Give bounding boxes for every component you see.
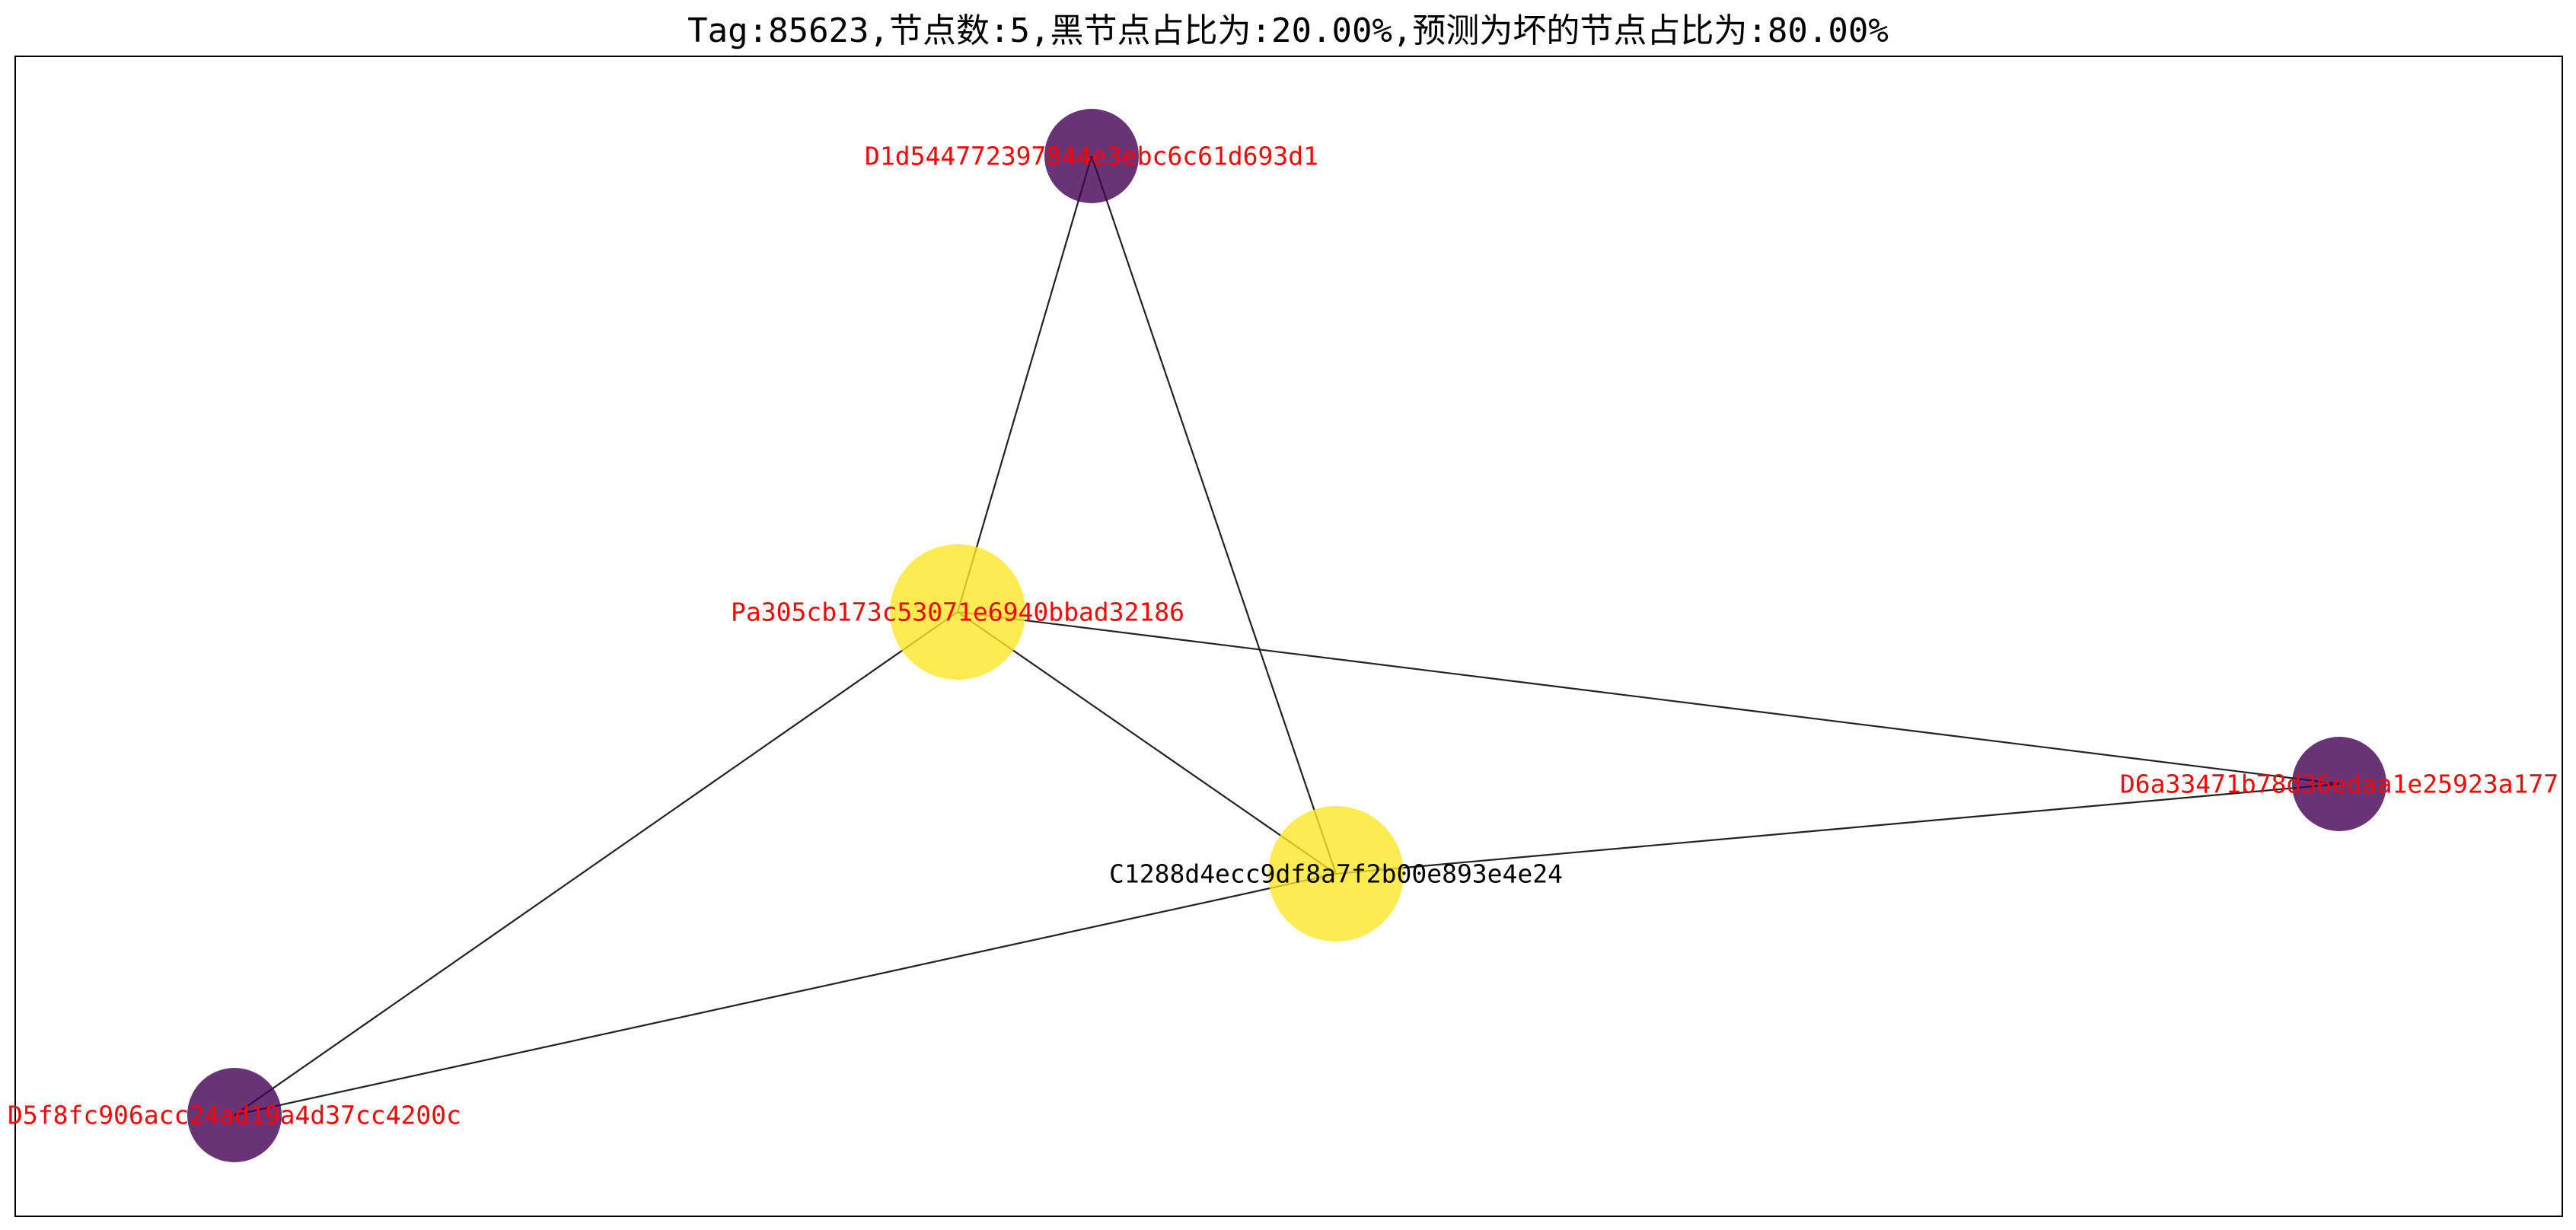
edge-6 — [234, 872, 1337, 1117]
node-label-3: C1288d4ecc9df8a7f2b00e893e4e24 — [1109, 859, 1563, 889]
node-0 — [1044, 109, 1139, 203]
node-label-4: D5f8fc906acc24ad19a4d37cc4200c — [8, 1101, 461, 1130]
label-layer: D1d544772397844e3ebc6c61d693d1Pa305cb173… — [8, 142, 2558, 1130]
node-label-1: Pa305cb173c53071e6940bbad32186 — [731, 597, 1184, 627]
node-label-0: D1d544772397844e3ebc6c61d693d1 — [865, 142, 1318, 171]
node-4 — [187, 1068, 282, 1162]
plot-frame — [14, 56, 2563, 1217]
node-layer — [187, 109, 2386, 1162]
node-1 — [890, 544, 1025, 680]
chart-title: Tag:85623,节点数:5,黑节点占比为:20.00%,预测为坏的节点占比为… — [687, 11, 1889, 50]
edge-0 — [956, 155, 1093, 613]
node-2 — [2292, 737, 2386, 831]
node-3 — [1268, 806, 1404, 942]
edge-3 — [957, 611, 1337, 875]
edge-5 — [1335, 782, 2340, 875]
edge-layer — [234, 155, 2340, 1117]
edge-1 — [1090, 155, 1337, 875]
edge-2 — [957, 610, 2340, 785]
edge-4 — [234, 611, 958, 1116]
node-label-2: D6a33471b78d36edaa1e25923a177 — [2120, 770, 2558, 799]
